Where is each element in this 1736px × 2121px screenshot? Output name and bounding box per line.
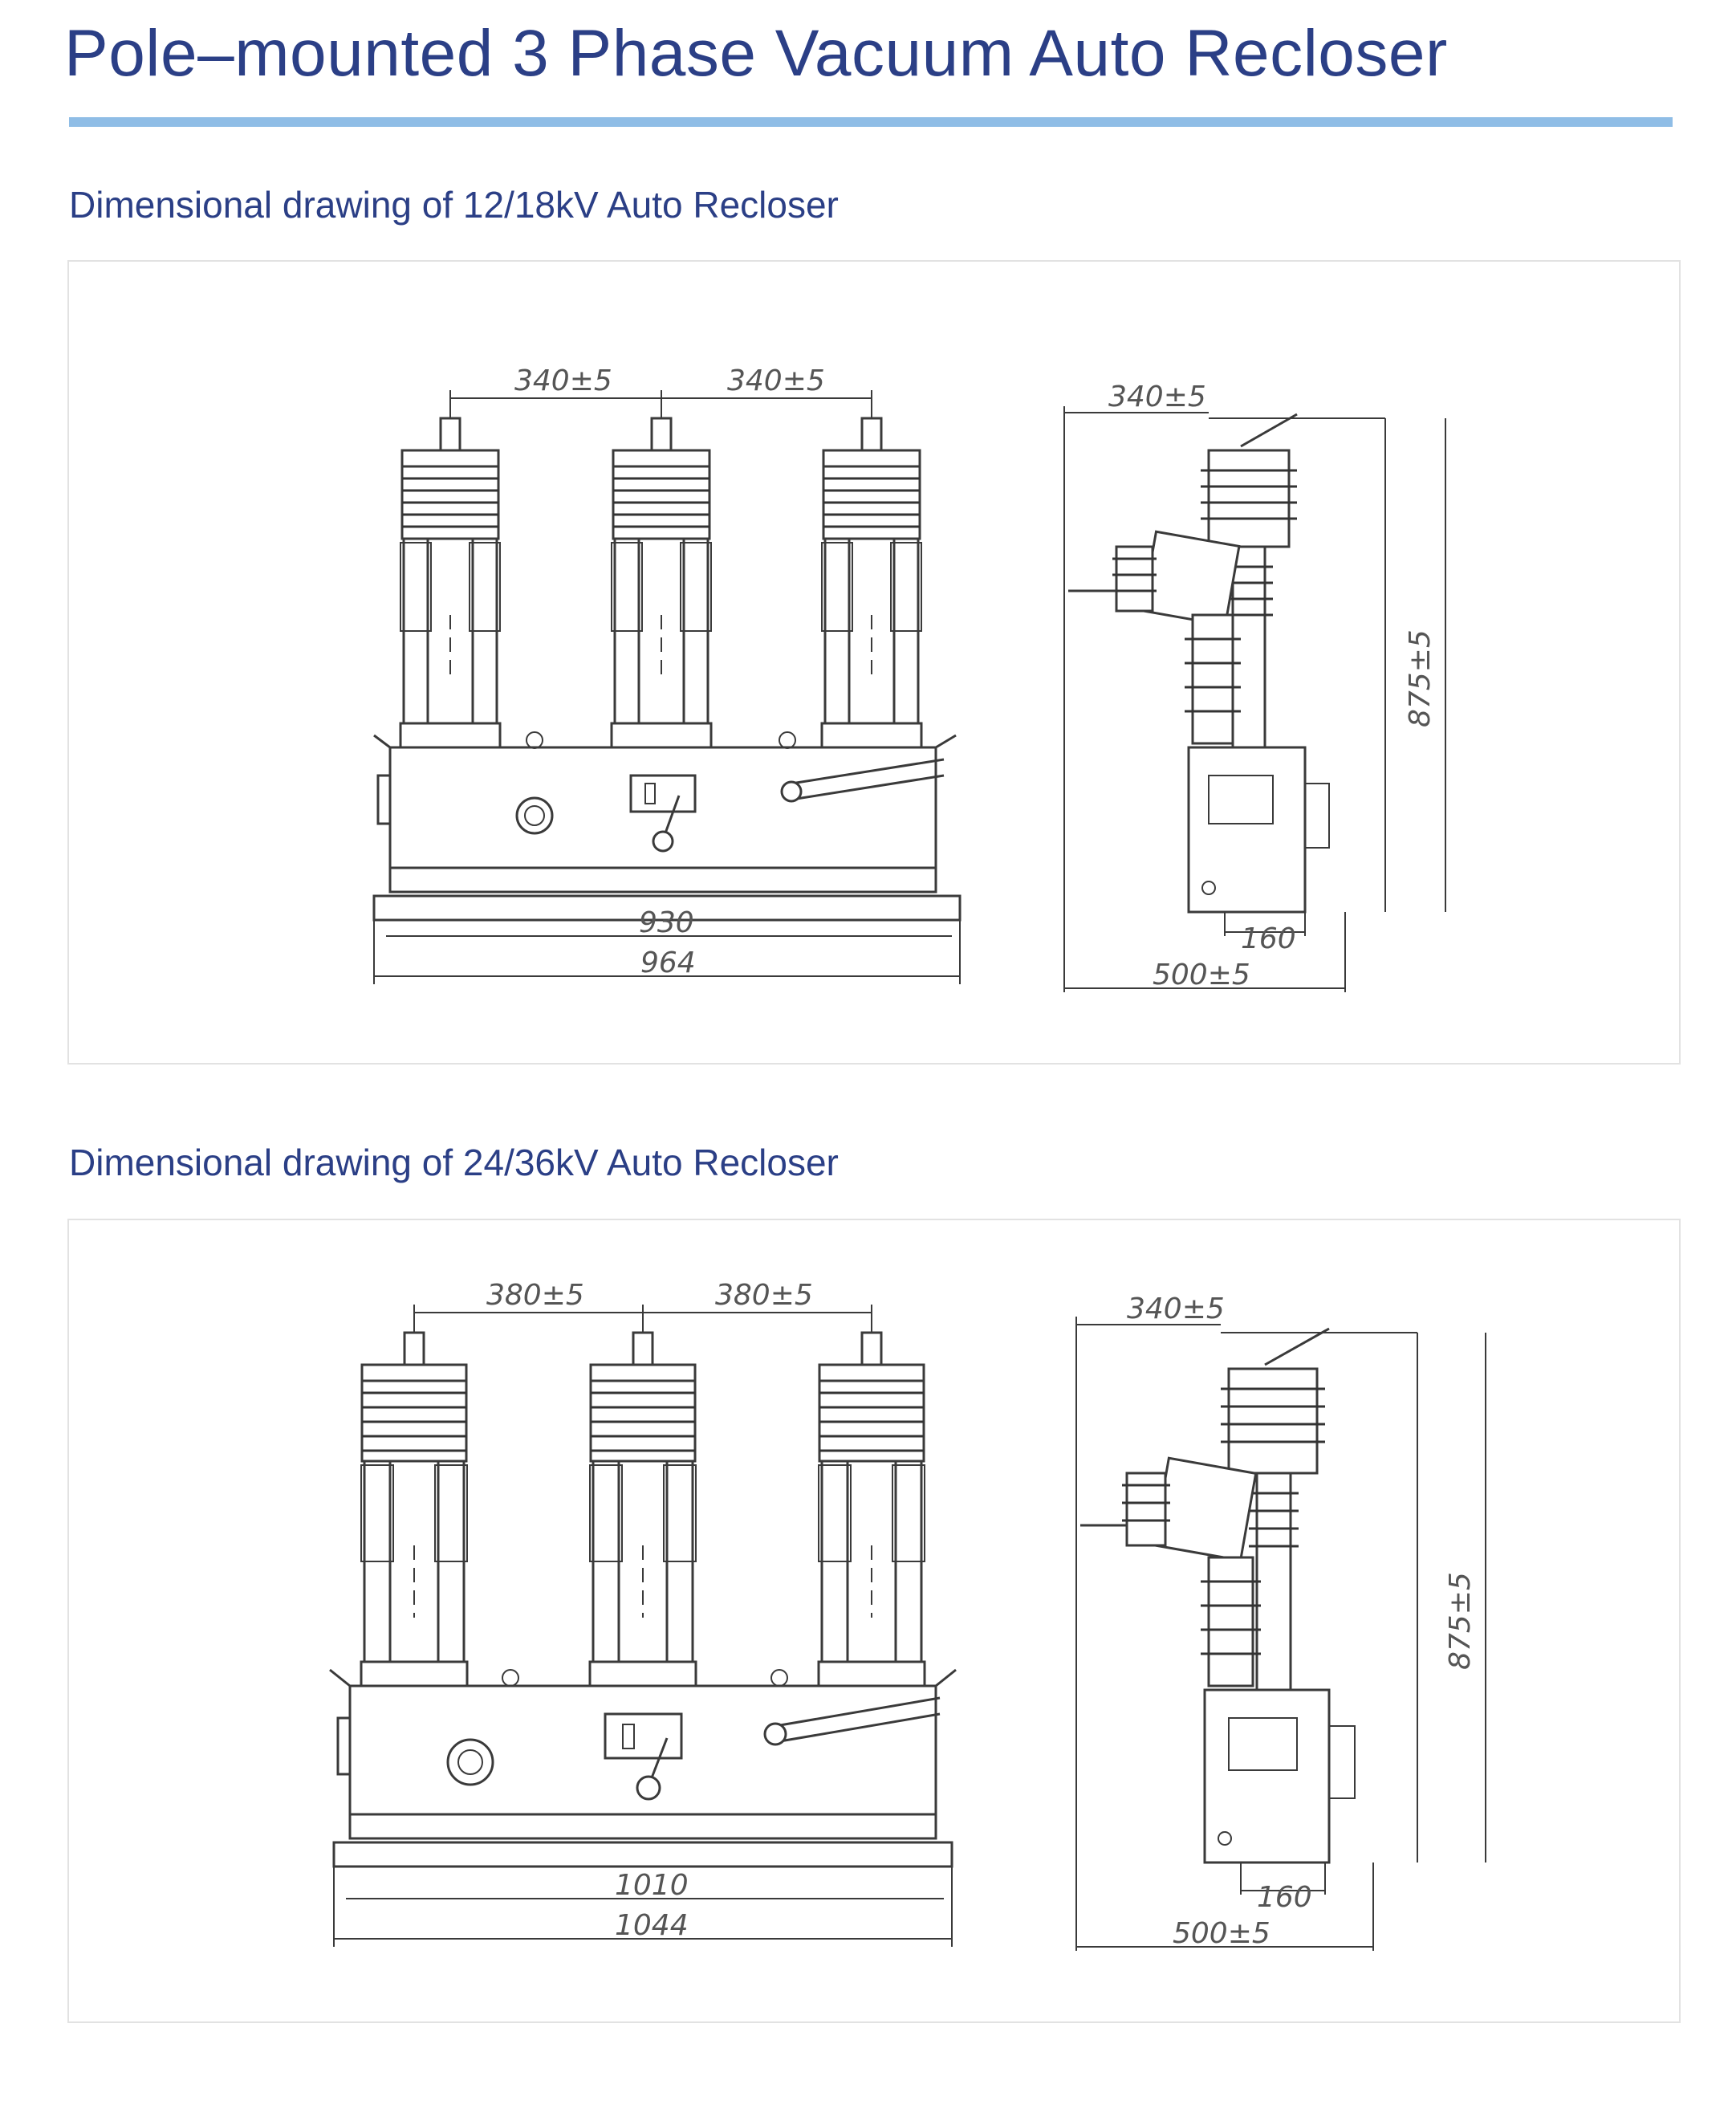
- pole-3: [817, 1331, 926, 1687]
- section-title-24-36kv: Dimensional drawing of 24/36kV Auto Recl…: [69, 1142, 839, 1183]
- dim-outer-width: 964: [640, 947, 696, 979]
- section-title-12-18kv: Dimensional drawing of 12/18kV Auto Recl…: [69, 184, 839, 226]
- dim-side-height: 875±5: [1444, 1572, 1477, 1670]
- dim-inner-width: 930: [639, 906, 694, 939]
- front-view-24-36kv: 380±5 380±5: [329, 1279, 957, 1947]
- dim-inner-width: 1010: [615, 1869, 689, 1902]
- side-tank: [1203, 1688, 1331, 1864]
- counter-window: [604, 1712, 683, 1760]
- connector-icon: [515, 796, 554, 835]
- dim-pitch-left: 380±5: [486, 1279, 584, 1312]
- pole-3: [820, 417, 923, 749]
- dim-side-top-width: 340±5: [1127, 1293, 1225, 1325]
- side-view-24-36kv: 340±5 875±5 1: [1075, 1293, 1486, 1951]
- dim-side-base-width: 500±5: [1153, 959, 1250, 991]
- dim-side-foot-width: 160: [1257, 1881, 1312, 1914]
- dim-side-top-width: 340±5: [1108, 381, 1206, 413]
- pole-1: [399, 417, 502, 749]
- pole-1: [360, 1331, 469, 1687]
- dim-side-foot-width: 160: [1241, 922, 1296, 955]
- manual-trip-handle: [780, 780, 803, 803]
- dimensional-drawing-24-36kv: 380±5 380±5: [329, 1279, 1486, 1951]
- drawing-panel-24-36kv: 380±5 380±5: [67, 1219, 1681, 2023]
- pole-2: [588, 1331, 697, 1687]
- dim-pitch-right: 380±5: [715, 1279, 813, 1312]
- counter-window: [629, 774, 697, 813]
- dimensional-drawing-12-18kv: 340±5 340±5: [372, 364, 1446, 992]
- dim-side-height: 875±5: [1404, 629, 1437, 727]
- dim-outer-width: 1044: [615, 1909, 689, 1942]
- title-divider: [69, 117, 1673, 127]
- page-title: Pole–mounted 3 Phase Vacuum Auto Reclose…: [64, 17, 1448, 90]
- connector-icon: [446, 1738, 494, 1786]
- front-view-12-18kv: 340±5 340±5: [372, 364, 962, 984]
- dim-pitch-right: 340±5: [727, 364, 825, 397]
- dim-pitch-left: 340±5: [514, 364, 612, 397]
- pole-2: [610, 417, 713, 749]
- side-view-12-18kv: 340±5 875±5 1: [1063, 381, 1446, 992]
- drawing-panel-12-18kv: 340±5 340±5: [67, 260, 1681, 1065]
- side-tank: [1187, 746, 1307, 914]
- dim-side-base-width: 500±5: [1173, 1917, 1270, 1950]
- manual-trip-handle: [763, 1722, 787, 1746]
